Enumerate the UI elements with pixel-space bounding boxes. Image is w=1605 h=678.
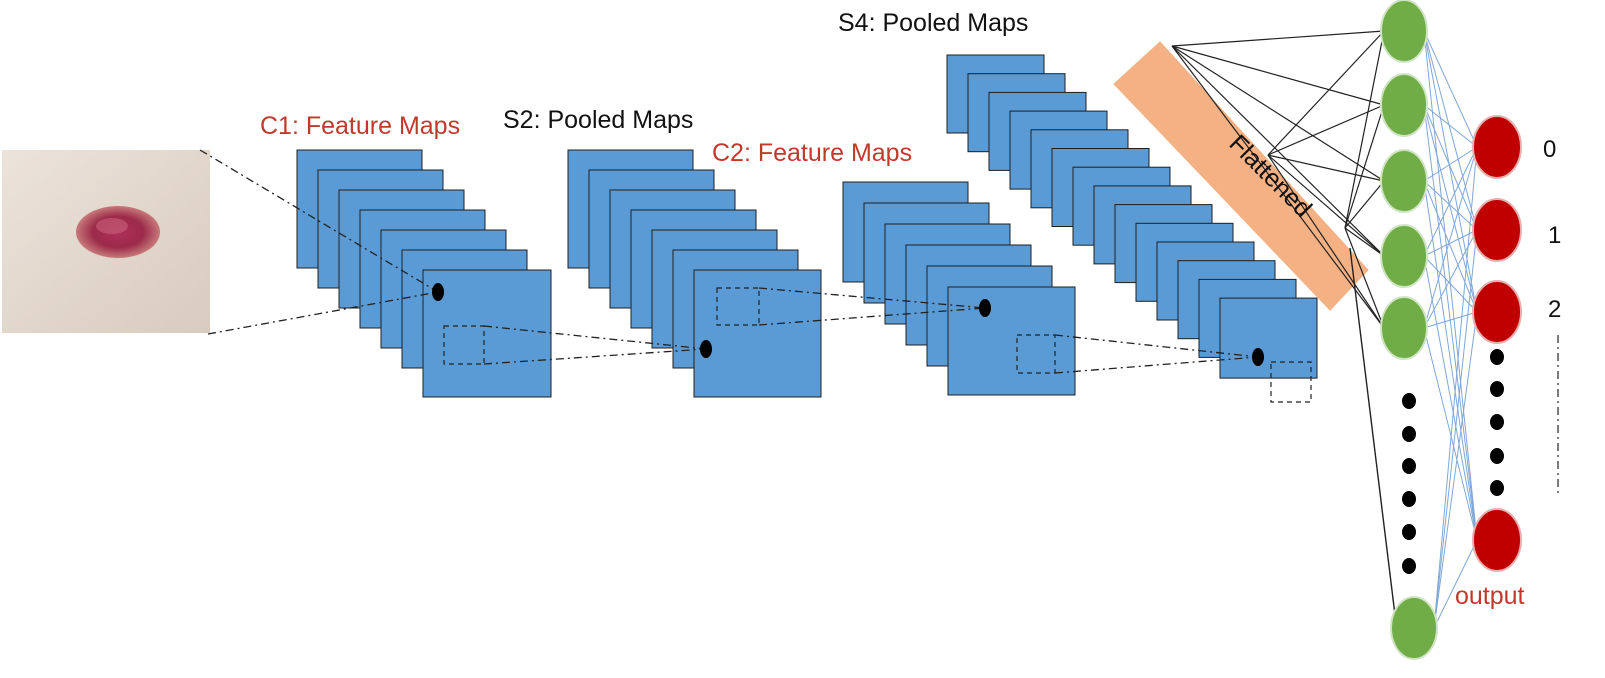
edge <box>1433 539 1478 629</box>
edge <box>1171 45 1385 329</box>
edge <box>1423 146 1478 329</box>
projection-lines <box>199 149 1259 374</box>
pooled-map <box>1219 297 1318 379</box>
edge <box>1344 227 1385 329</box>
receptive-fields <box>443 287 1312 403</box>
hidden-node <box>1380 224 1428 288</box>
edge <box>1267 30 1385 156</box>
output-node <box>1472 115 1522 179</box>
hidden-node <box>1380 0 1428 63</box>
s4-pooled-maps <box>946 54 1318 379</box>
edge <box>1344 104 1385 229</box>
c1-label: C1: Feature Maps <box>260 112 461 140</box>
dense-connections <box>1171 30 1478 629</box>
output-node <box>1472 508 1522 572</box>
edge <box>1423 255 1478 313</box>
edge <box>1423 104 1478 313</box>
edge <box>1267 104 1385 156</box>
edge <box>1433 229 1478 629</box>
hidden-node <box>1380 149 1428 213</box>
edge <box>1423 180 1478 313</box>
edge <box>1171 45 1385 106</box>
focus-points <box>432 283 1264 366</box>
pooled-map <box>693 269 822 398</box>
s4-label: S4: Pooled Maps <box>838 9 1029 37</box>
s2-label: S2: Pooled Maps <box>503 106 694 134</box>
edge <box>1171 45 1385 182</box>
c2-feature-maps <box>842 181 1076 396</box>
flattened-layer <box>1113 41 1369 311</box>
edge <box>1267 154 1385 182</box>
c1-feature-maps <box>296 149 552 398</box>
output-number-0: 0 <box>1543 136 1557 163</box>
output-ellipsis <box>1490 349 1504 496</box>
input-image <box>2 150 210 333</box>
edge <box>1433 146 1478 629</box>
output-node <box>1472 198 1522 262</box>
s2-pooled-maps <box>567 149 822 398</box>
c2-label: C2: Feature Maps <box>712 139 913 167</box>
hidden-layer <box>1380 0 1438 660</box>
hidden-ellipsis <box>1402 393 1416 574</box>
edge <box>1423 327 1478 541</box>
edge <box>1423 104 1478 148</box>
edge <box>1423 180 1478 541</box>
edge <box>1423 229 1478 257</box>
edge <box>1344 180 1385 229</box>
output-number-1: 1 <box>1548 222 1562 249</box>
edge <box>1171 30 1385 47</box>
hidden-node <box>1390 596 1438 660</box>
edge <box>1267 154 1385 257</box>
edge <box>1423 104 1478 231</box>
edge <box>1433 311 1478 629</box>
edge <box>1423 104 1478 541</box>
hidden-node <box>1380 296 1428 360</box>
edge <box>1344 227 1385 257</box>
output-label: output <box>1455 582 1525 610</box>
output-node <box>1472 280 1522 344</box>
edge <box>1423 30 1478 231</box>
hidden-node <box>1380 73 1428 137</box>
edge <box>1423 30 1478 148</box>
edge <box>1423 146 1478 257</box>
feature-map <box>947 286 1076 396</box>
edge <box>1423 30 1478 313</box>
edge <box>1423 30 1478 541</box>
edge <box>1423 146 1478 182</box>
edge <box>1267 154 1385 329</box>
output-layer <box>1472 115 1522 572</box>
output-number-2: 2 <box>1548 296 1562 323</box>
edge <box>1423 180 1478 231</box>
edge <box>1349 247 1396 616</box>
edge <box>1423 255 1478 541</box>
edge <box>1344 30 1385 229</box>
